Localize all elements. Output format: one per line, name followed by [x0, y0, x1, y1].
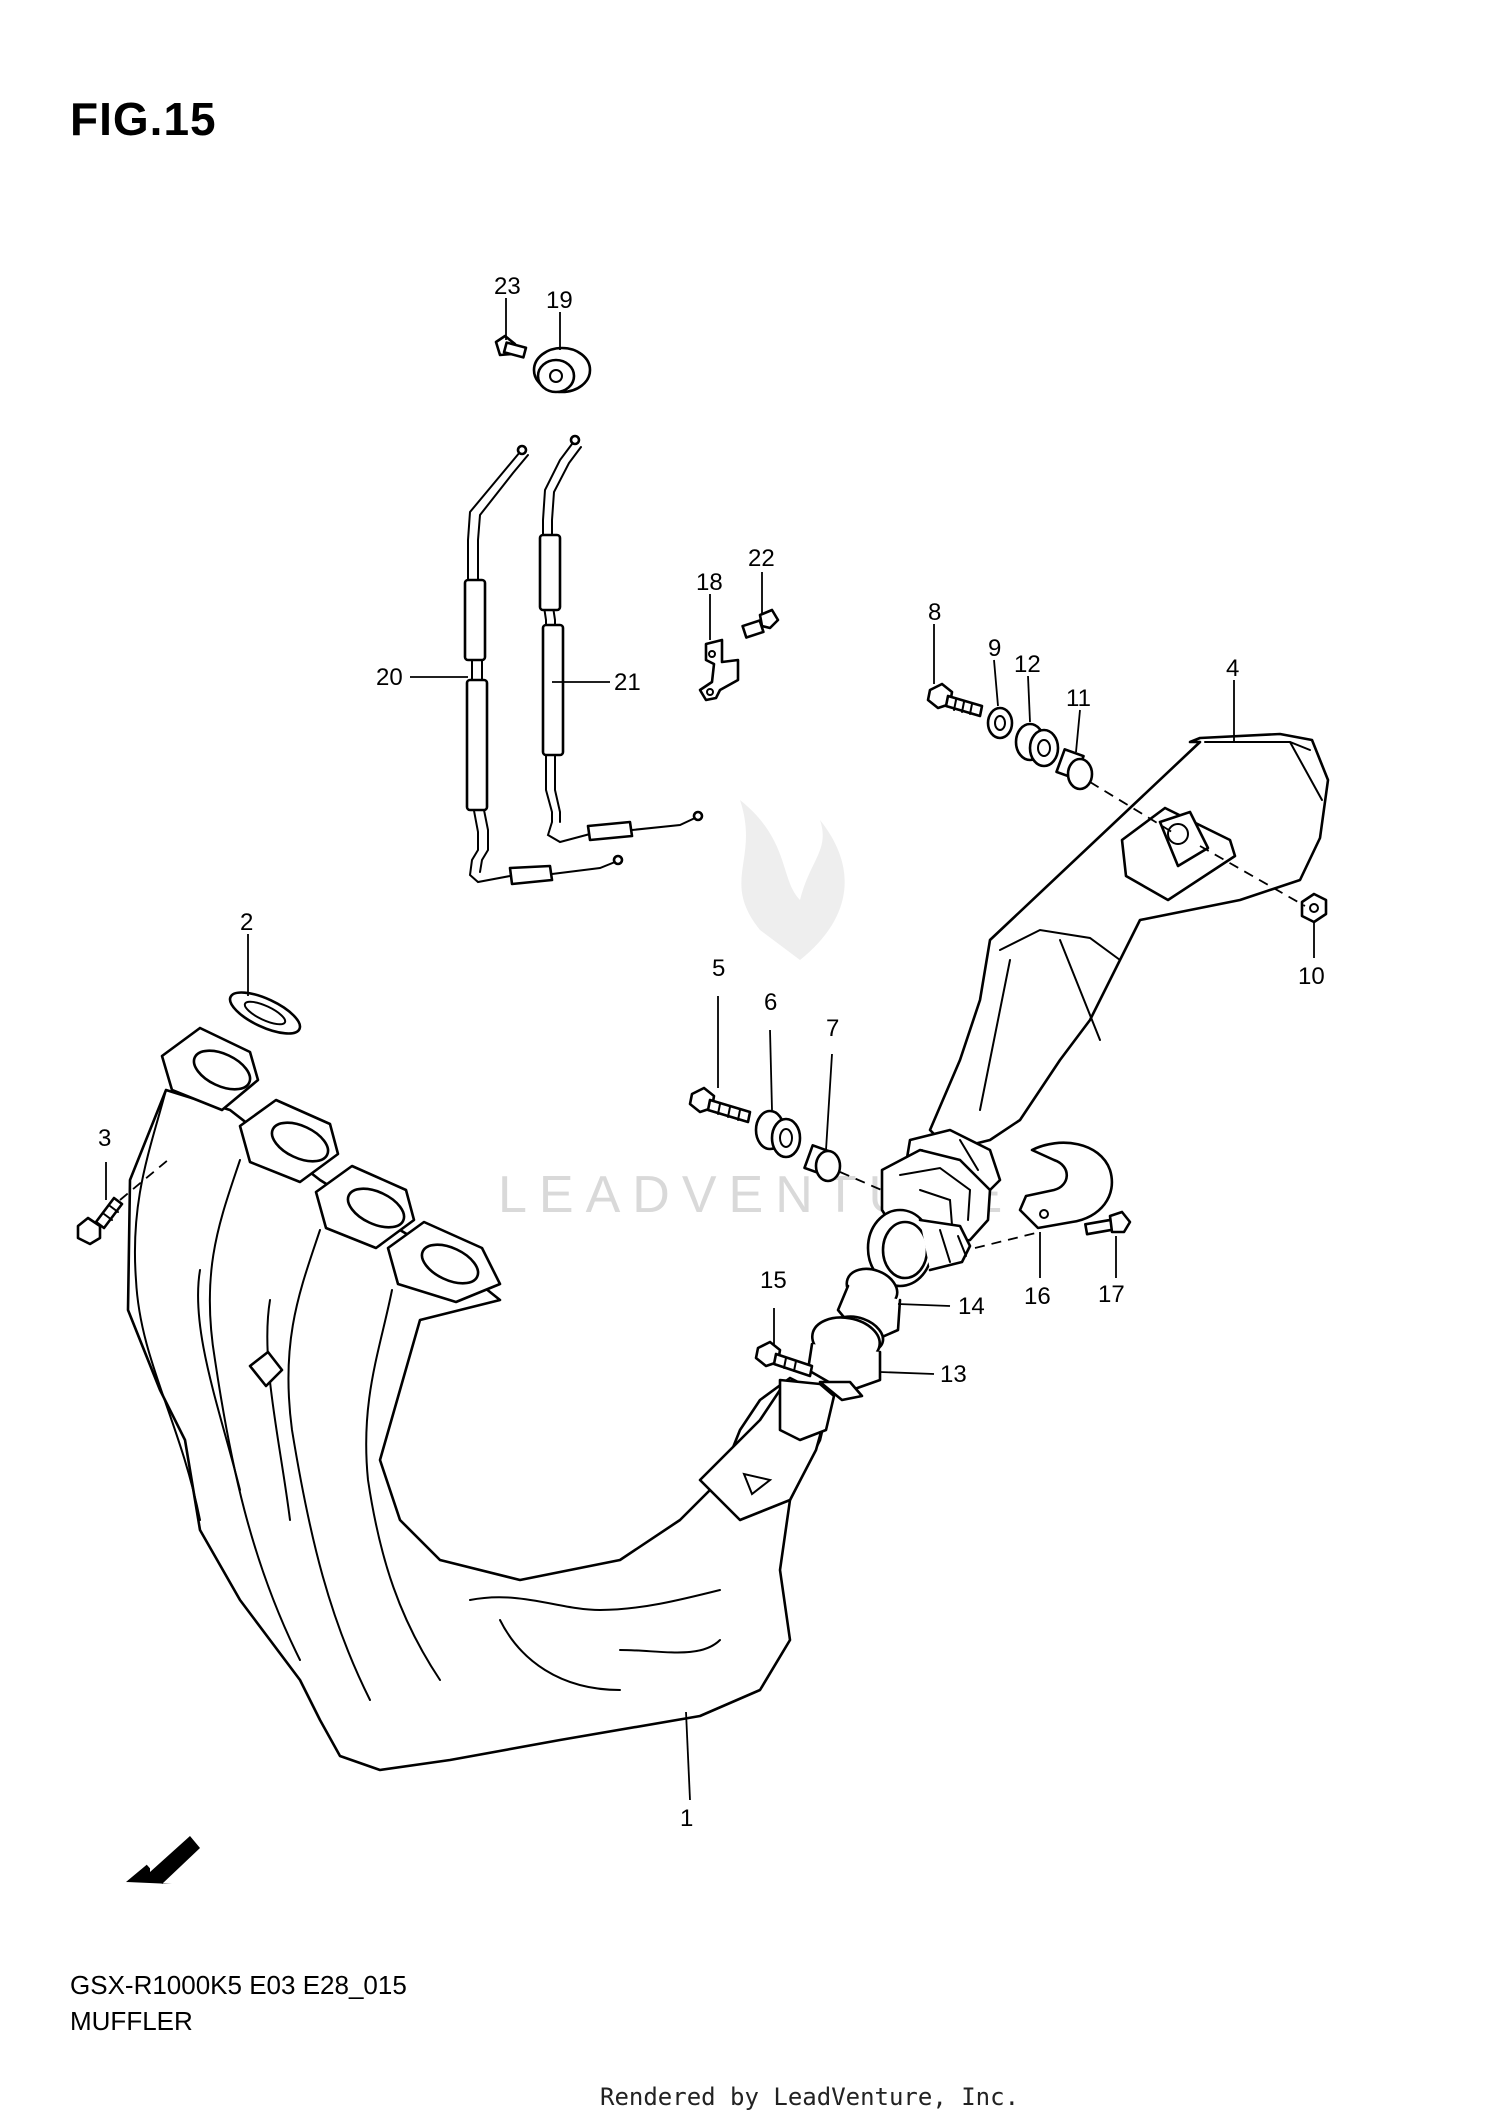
callout-5: 5	[712, 955, 725, 982]
figure-title: FIG.15	[70, 93, 217, 145]
callout-6: 6	[764, 989, 777, 1016]
callout-2: 2	[240, 909, 253, 936]
clamp-13	[806, 1316, 882, 1402]
callout-15: 15	[760, 1267, 787, 1294]
assembly-line-cover	[974, 1231, 1041, 1249]
callout-21: 21	[614, 669, 641, 696]
callout-20: 20	[376, 664, 403, 691]
exhaust-pipe-1	[126, 991, 836, 1772]
gasket-2	[228, 991, 302, 1035]
collar-11	[1055, 748, 1094, 791]
throttle-cable-20	[463, 444, 624, 886]
grommet-12	[1014, 722, 1060, 768]
bolt-15	[754, 1340, 814, 1378]
callout-11: 11	[1066, 685, 1091, 712]
bolt-17	[1084, 1210, 1132, 1236]
bolt-3	[76, 1196, 124, 1246]
assembly-line-bolt	[119, 1159, 169, 1201]
callout-numbers: 23 19 20 21 18 22 8 9 12 11 4 10 5 6 7 3…	[98, 273, 1325, 1832]
grommet-6	[754, 1109, 802, 1159]
callout-16: 16	[1024, 1283, 1051, 1310]
callout-7: 7	[826, 1015, 839, 1042]
callout-14: 14	[958, 1293, 985, 1320]
callout-22: 22	[748, 545, 775, 572]
fwd-direction-indicator: FWD	[126, 1833, 200, 1884]
washer-9	[986, 706, 1014, 740]
model-code: GSX-R1000K5 E03 E28_015	[70, 1970, 407, 2000]
section-name: MUFFLER	[70, 2006, 193, 2036]
pipe-clamp-body	[866, 1208, 972, 1288]
pulley-19	[532, 346, 592, 394]
leader-lines	[105, 298, 1315, 1801]
watermark-flame-icon	[740, 800, 845, 960]
callout-1: 1	[680, 1805, 693, 1832]
collar-7	[803, 1144, 842, 1183]
callout-8: 8	[928, 599, 941, 626]
callout-17: 17	[1098, 1281, 1125, 1308]
callout-12: 12	[1014, 651, 1041, 678]
callout-18: 18	[696, 569, 723, 596]
bolt-5	[688, 1086, 752, 1124]
assembly-line-muffler	[1089, 781, 1306, 907]
bracket-18	[698, 638, 740, 702]
bolt-8	[926, 682, 984, 718]
callout-13: 13	[940, 1361, 967, 1388]
bolt-23	[494, 334, 528, 359]
callout-23: 23	[494, 273, 521, 300]
nut-10	[1300, 892, 1328, 924]
cover-16	[1018, 1141, 1114, 1230]
callout-3: 3	[98, 1125, 111, 1152]
muffler-4	[903, 732, 1330, 1204]
callout-4: 4	[1226, 655, 1239, 682]
callout-10: 10	[1298, 963, 1325, 990]
callout-9: 9	[988, 635, 1001, 662]
throttle-cable-21	[538, 434, 704, 844]
render-credit: Rendered by LeadVenture, Inc.	[600, 2083, 1020, 2111]
bolt-22	[741, 608, 780, 639]
callout-19: 19	[546, 287, 573, 314]
